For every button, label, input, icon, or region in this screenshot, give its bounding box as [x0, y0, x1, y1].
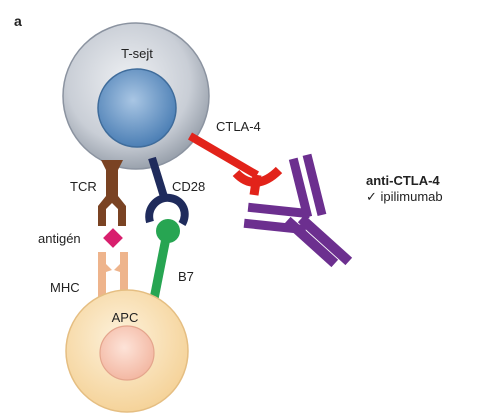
t-cell-label: T-sejt	[121, 46, 153, 61]
cd28-label: CD28	[172, 179, 205, 194]
b7-label: B7	[178, 269, 194, 284]
apc-label: APC	[112, 310, 139, 325]
anti-ctla4-antibody	[243, 153, 353, 268]
ctla4-label: CTLA-4	[216, 119, 261, 134]
t-cell: T-sejt	[62, 22, 210, 170]
ctla4-receptor	[187, 132, 283, 196]
antigen-label: antigén	[38, 231, 81, 246]
b7-ligand	[148, 219, 180, 305]
tcr-receptor	[98, 160, 126, 226]
drug-name: anti-CTLA-4	[366, 173, 440, 188]
mhc-molecule	[98, 252, 128, 300]
apc-nucleus	[99, 325, 155, 381]
apc-cell: APC	[65, 289, 189, 413]
tcr-label: TCR	[70, 179, 97, 194]
panel-label: a	[14, 13, 22, 29]
mhc-label: MHC	[50, 280, 80, 295]
cd28-receptor	[145, 156, 189, 227]
antigen-diamond	[103, 228, 123, 248]
drug-example: ✓ ipilimumab	[366, 189, 443, 204]
t-cell-nucleus	[97, 68, 177, 148]
